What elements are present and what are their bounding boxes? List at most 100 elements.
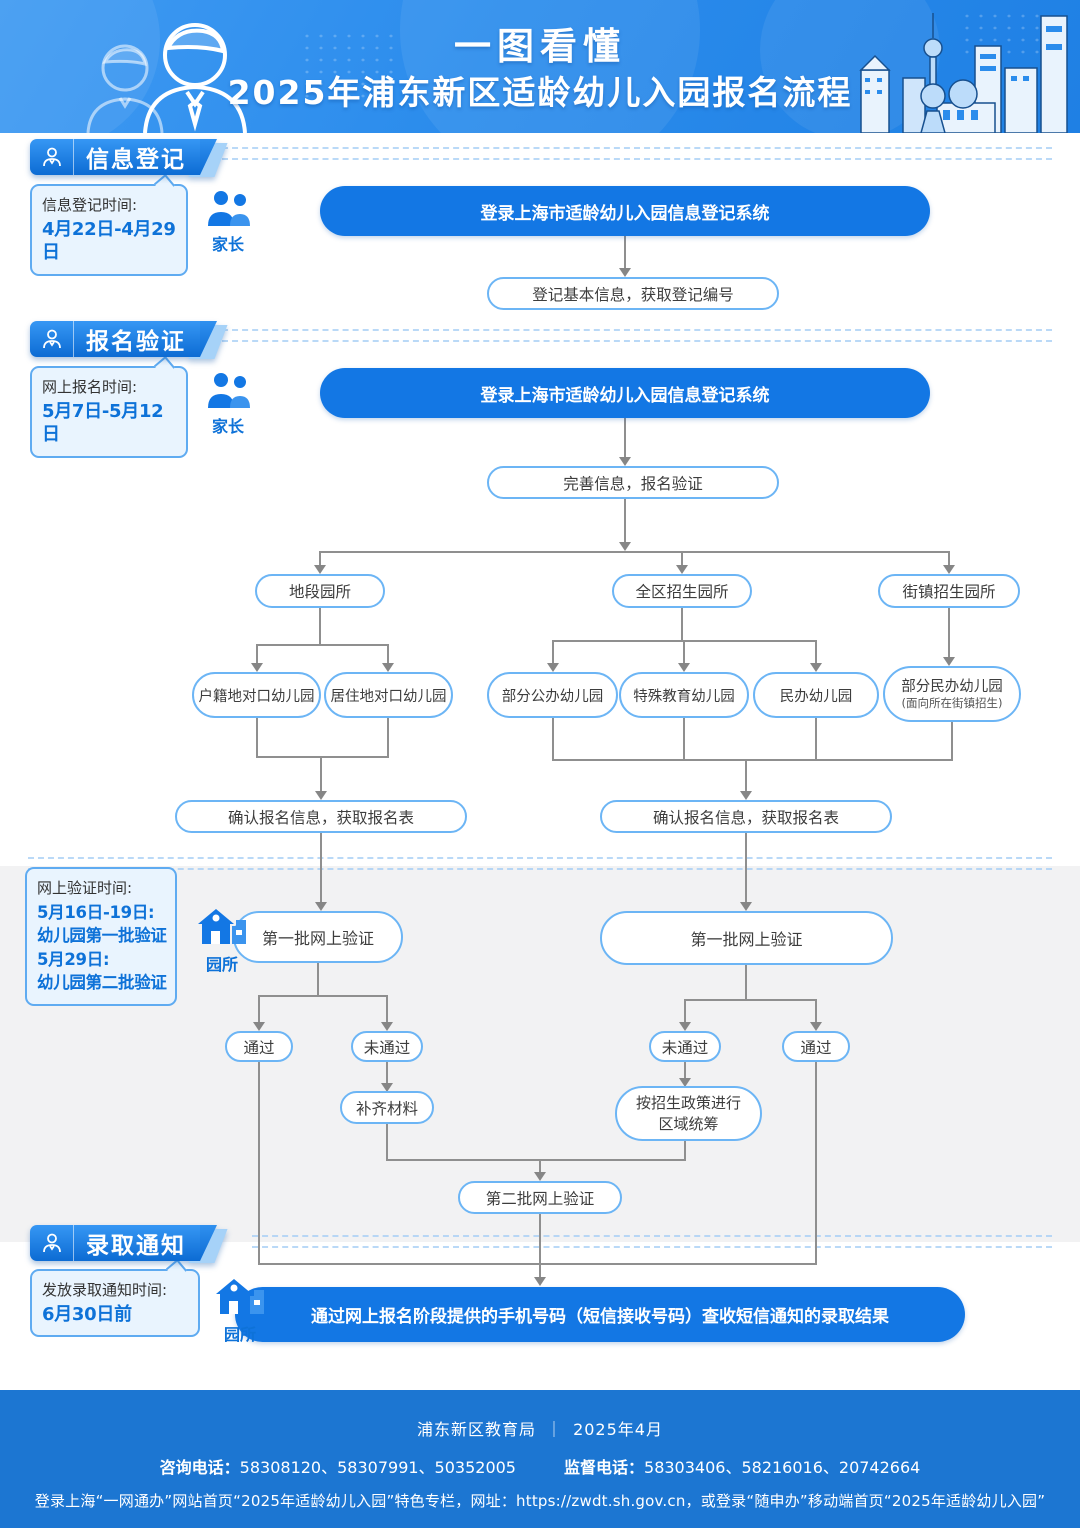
shanghai-skyline — [859, 13, 1068, 133]
arrow-down-icon — [740, 791, 752, 800]
connector-line — [684, 1141, 686, 1161]
timebox-title: 网上验证时间: — [37, 879, 133, 897]
dashed-divider — [222, 329, 1052, 331]
connector-line — [539, 1263, 541, 1278]
arrow-down-icon — [740, 902, 752, 911]
actor-school-1: 园所 — [186, 906, 258, 975]
connector-line — [684, 1062, 686, 1079]
header-banner: 一图看懂 2025年浦东新区适龄幼儿入园报名流程 — [0, 0, 1080, 133]
arrow-down-icon — [547, 663, 559, 672]
timebox-verify: 网上验证时间: 5月16日-19日: 幼儿园第一批验证 5月29日: 幼儿园第二… — [25, 867, 177, 1006]
connector-line — [815, 999, 817, 1023]
flow-node-fail-left: 未通过 — [351, 1031, 423, 1062]
arrow-down-icon — [315, 791, 327, 800]
flow-node-kindergarten-public: 部分公办幼儿园 — [487, 672, 618, 718]
connector-line — [681, 551, 683, 566]
arrow-down-icon — [810, 663, 822, 672]
timebox-register: 信息登记时间: 4月22日-4月29日 — [30, 173, 188, 276]
arrow-down-icon — [943, 565, 955, 574]
actor-label: 园所 — [205, 955, 238, 974]
flow-node-login-system-1: 登录上海市适龄幼儿入园信息登记系统 — [320, 186, 930, 236]
section-tab-admission: 录取通知 — [30, 1225, 228, 1263]
flow-node-supplement-materials: 补齐材料 — [340, 1091, 434, 1124]
connector-line — [539, 1214, 541, 1265]
flow-node-fail-right: 未通过 — [649, 1031, 721, 1062]
actor-label: 家长 — [211, 235, 244, 254]
arrow-down-icon — [534, 1277, 546, 1286]
connector-line — [387, 718, 389, 756]
flow-node-branch-region: 全区招生园所 — [612, 574, 752, 608]
connector-line — [815, 1062, 817, 1265]
arrow-down-icon — [810, 1022, 822, 1031]
timebox-value: 5月29日: — [37, 949, 110, 969]
flow-node-first-verify-right: 第一批网上验证 — [600, 911, 893, 965]
connector-line — [319, 551, 321, 566]
section-title: 信息登记 — [86, 147, 186, 173]
arrow-down-icon — [678, 663, 690, 672]
arrow-down-icon — [382, 663, 394, 672]
connector-line — [624, 499, 626, 543]
connector-line — [258, 995, 260, 1023]
arrow-down-icon — [251, 663, 263, 672]
timebox-title: 网上报名时间: — [42, 378, 138, 396]
connector-line — [948, 608, 950, 658]
footer-website-line: 登录上海“一网通办”网站首页“2025年适龄幼儿入园”特色专栏，网址：https… — [34, 1492, 1046, 1510]
actor-parents-1: 家长 — [192, 190, 264, 255]
connector-line — [386, 1062, 388, 1084]
connector-line — [319, 551, 950, 553]
connector-line — [256, 644, 258, 665]
flow-node-final-result: 通过网上报名阶段提供的手机号码（短信接收号码）查收短信通知的录取结果 — [235, 1287, 965, 1342]
footer-org: 浦东新区教育局 — [417, 1420, 537, 1439]
flow-node-policy-coordination: 按招生政策进行 区域统筹 — [615, 1086, 762, 1141]
connector-line — [815, 718, 817, 759]
decor-circle — [0, 0, 160, 133]
timebox-value: 幼儿园第二批验证 — [37, 973, 167, 993]
node-line1: 按招生政策进行 — [635, 1094, 741, 1113]
section-tab-register: 信息登记 — [30, 139, 228, 177]
connector-line — [681, 608, 683, 641]
timebox-value: 5月16日-19日: — [37, 903, 155, 922]
flow-node-complete-info: 完善信息，报名验证 — [487, 466, 779, 499]
consult-phone-numbers: 58308120、58307991、50352005 — [239, 1458, 516, 1477]
flow-node-pass-right: 通过 — [782, 1031, 850, 1062]
timebox-apply: 网上报名时间: 5月7日-5月12日 — [30, 355, 188, 458]
flow-node-branch-district: 地段园所 — [255, 574, 385, 608]
person-icon — [30, 139, 74, 175]
arrow-down-icon — [314, 565, 326, 574]
timebox-admission: 发放录取通知时间: 6月30日前 — [30, 1258, 200, 1338]
timebox-value: 6月30日前 — [42, 1304, 132, 1325]
arrow-down-icon — [315, 902, 327, 911]
decor-dot-grid — [300, 30, 400, 100]
flow-node-register-basic: 登记基本信息，获取登记编号 — [487, 277, 779, 310]
node-sub-label: (面向所在街镇招生) — [901, 695, 1003, 710]
arrow-down-icon — [619, 542, 631, 551]
connector-line — [387, 644, 389, 665]
arrow-down-icon — [381, 1022, 393, 1031]
connector-line — [256, 644, 389, 646]
footer-date: 2025年4月 — [573, 1420, 663, 1439]
arrow-down-icon — [679, 1022, 691, 1031]
dashed-divider — [28, 857, 1052, 859]
connector-line — [317, 963, 319, 996]
connector-line — [386, 995, 388, 1023]
page-title-line1: 一图看懂 — [454, 25, 626, 68]
person-icon — [30, 321, 74, 357]
arrow-down-icon — [619, 457, 631, 466]
connector-line — [258, 1062, 260, 1265]
dashed-divider — [222, 340, 1052, 342]
timebox-value: 幼儿园第一批验证 — [37, 926, 167, 946]
decor-circle — [400, 0, 700, 133]
supervise-phone-numbers: 58303406、58216016、20742664 — [644, 1458, 921, 1477]
arrow-down-icon — [381, 1083, 393, 1092]
actor-parents-2: 家长 — [192, 372, 264, 437]
flow-node-confirm-left: 确认报名信息，获取报名表 — [175, 800, 467, 833]
flow-node-kindergarten-hukou: 户籍地对口幼儿园 — [192, 672, 321, 718]
connector-line — [745, 759, 747, 792]
arrow-down-icon — [943, 657, 955, 666]
arrow-down-icon — [676, 565, 688, 574]
connector-line — [683, 718, 685, 759]
connector-line — [319, 608, 321, 645]
flow-node-confirm-right: 确认报名信息，获取报名表 — [600, 800, 892, 833]
